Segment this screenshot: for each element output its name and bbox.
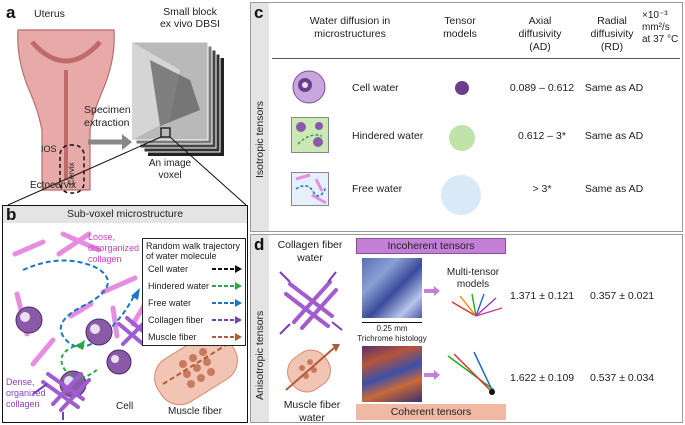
row-ad-cell-water: 0.089 – 0.612 <box>509 82 575 94</box>
legend-item-free-water: Free water <box>148 298 192 308</box>
panel-d-frame <box>250 234 683 423</box>
cell-label: Cell <box>116 401 134 412</box>
row-label-cell-water: Cell water <box>352 82 399 94</box>
collagen-water-label: Collagen fiber water <box>277 239 343 264</box>
coherent-band <box>356 404 506 420</box>
collagen-histology-image <box>362 258 422 318</box>
panel-b-frame <box>2 205 248 423</box>
specimen-extraction-label: Specimen extraction <box>84 104 131 129</box>
coherent-label: Coherent tensors <box>390 406 472 418</box>
muscle-fiber-label: Muscle fiber <box>168 406 222 417</box>
muscle-histology-image <box>362 346 422 402</box>
panel-d-letter: d <box>254 235 265 254</box>
trajectory-legend <box>142 238 246 346</box>
cell-water-thumb <box>291 69 327 105</box>
multi-tensor-fan <box>451 293 503 317</box>
panel-c-frame <box>250 2 683 232</box>
dbsi-slice-stack <box>131 41 224 156</box>
row-ad-hindered-water: 0.612 – 3* <box>518 130 566 142</box>
scale-label: 0.25 mm <box>376 324 408 333</box>
col-header-radial: Radial diffusivity (RD) <box>590 15 634 53</box>
small-block-label: Small block ex vivo DBSI <box>159 6 221 30</box>
collagen-rd-value: 0.357 ± 0.021 <box>590 290 655 302</box>
row-rd-free-water: Same as AD <box>584 183 644 195</box>
panel-b-title-band <box>3 206 247 223</box>
incoherent-band <box>356 238 506 254</box>
hindered-tensor-dot <box>449 125 475 151</box>
loose-collagen-label: Loose, disorganized collagen <box>88 232 140 264</box>
muscle-water-label: Muscle fiber water <box>283 399 341 424</box>
legend-item-collagen-fiber: Collagen fiber <box>148 315 204 325</box>
row-rd-cell-water: Same as AD <box>584 82 644 94</box>
fiber-illustrations <box>279 271 343 393</box>
collagen-arrow <box>424 286 440 296</box>
uterus-label: Uterus <box>34 8 65 20</box>
row-label-hindered-water: Hindered water <box>352 130 424 142</box>
scale-bar <box>362 322 422 323</box>
voxel-label: An image voxel <box>148 158 192 181</box>
ios-label: IOS <box>41 144 57 154</box>
anisotropic-side-label: Anisotropic tensors <box>254 310 266 400</box>
legend-item-hindered-water: Hindered water <box>148 281 210 291</box>
col-header-diffusion: Water diffusion in microstructures <box>309 15 391 40</box>
hindered-water-thumb <box>291 117 329 153</box>
histology-label: Trichrome histology <box>357 334 427 343</box>
muscle-rd-value: 0.537 ± 0.034 <box>590 372 655 384</box>
legend-item-muscle-fiber: Muscle fiber <box>148 332 197 342</box>
col-header-tensor: Tensor models <box>443 15 477 40</box>
legend-item-cell-water: Cell water <box>148 264 189 274</box>
panel-b-title: Sub-voxel microstructure <box>66 208 184 220</box>
legend-arrows <box>212 265 242 341</box>
cell-tensor-dot <box>455 81 469 95</box>
uterus-illustration <box>7 29 247 205</box>
free-water-thumb <box>291 172 329 206</box>
row-ad-free-water: > 3* <box>532 183 552 195</box>
row-label-free-water: Free water <box>352 183 403 195</box>
panel-c-side-band <box>251 3 269 231</box>
panel-b-letter: b <box>6 205 17 224</box>
panel-c-letter: c <box>254 3 264 22</box>
muscle-ad-value: 1.622 ± 0.109 <box>510 372 575 384</box>
incoherent-label: Incoherent tensors <box>387 240 475 252</box>
coherent-tensor-lines <box>447 351 495 395</box>
legend-title: Random walk trajectory of water molecule <box>146 241 241 261</box>
free-tensor-dot <box>441 175 481 215</box>
dense-collagen-label: Dense, organized collagen <box>6 377 46 409</box>
multi-tensor-label: Multi-tensor models <box>446 267 500 290</box>
panel-d-side-band <box>251 235 269 422</box>
panel-a-letter: a <box>6 3 16 22</box>
muscle-arrow <box>424 370 440 380</box>
col-header-axial: Axial diffusivity (AD) <box>518 15 562 53</box>
unit-header: ×10⁻³ mm²/s at 37 °C <box>642 10 679 45</box>
header-divider <box>272 58 680 59</box>
isotropic-side-label: Isotropic tensors <box>254 100 266 178</box>
ectocervix-label: Ectocervix <box>30 180 77 191</box>
collagen-ad-value: 1.371 ± 0.121 <box>510 290 575 302</box>
row-rd-hindered-water: Same as AD <box>584 130 644 142</box>
